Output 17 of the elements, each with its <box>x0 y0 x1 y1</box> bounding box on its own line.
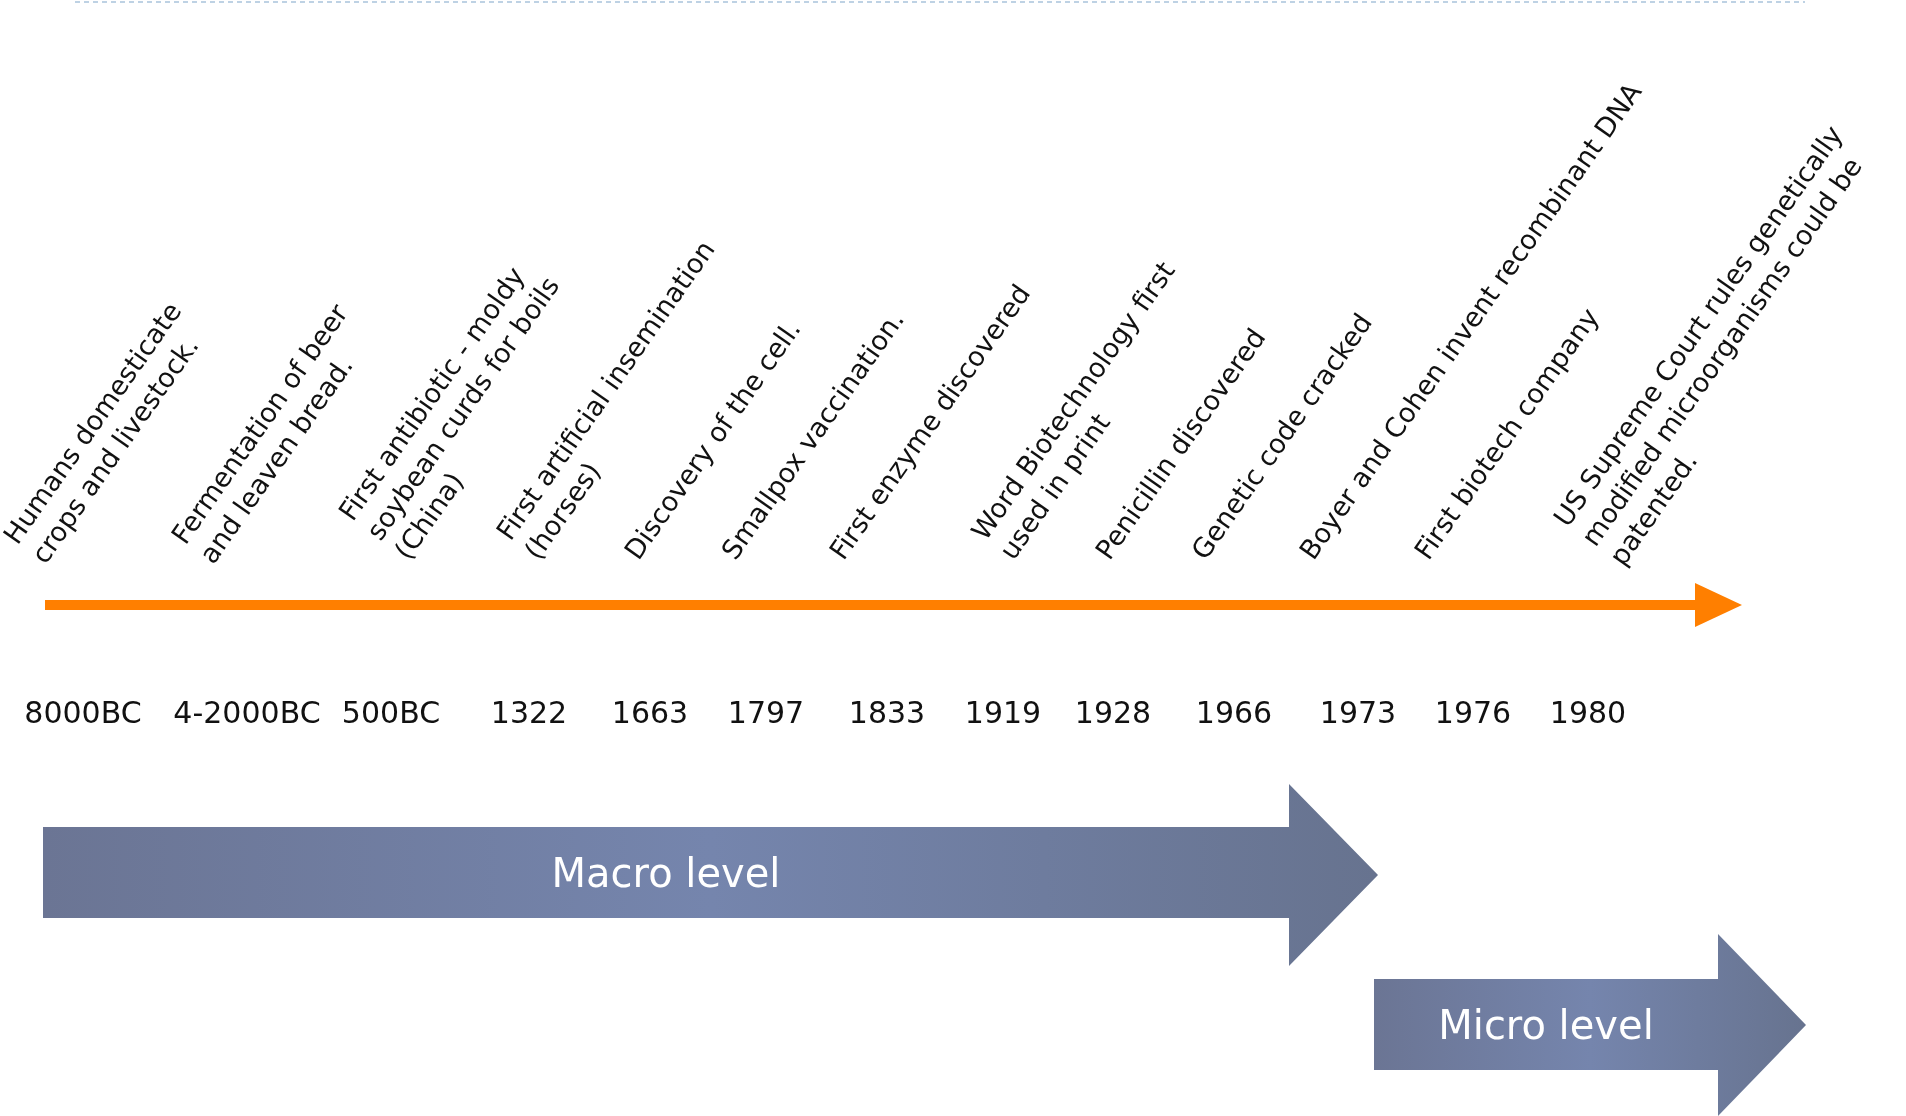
year-label: 1973 <box>1319 695 1397 730</box>
year-label: 1966 <box>1195 695 1273 730</box>
block-arrow <box>43 784 1378 966</box>
year-label: 1833 <box>848 695 926 730</box>
year-label: 1976 <box>1434 695 1512 730</box>
level-label: Micro level <box>1438 1001 1654 1048</box>
year-label: 1663 <box>611 695 689 730</box>
year-label: 4-2000BC <box>173 695 321 730</box>
year-label: 1928 <box>1074 695 1152 730</box>
year-label: 500BC <box>341 695 441 730</box>
year-label: 1980 <box>1549 695 1627 730</box>
level-label: Macro level <box>551 849 781 896</box>
year-label: 1322 <box>490 695 568 730</box>
year-label: 1919 <box>964 695 1042 730</box>
year-label: 1797 <box>727 695 805 730</box>
year-label: 8000BC <box>24 695 142 730</box>
block-arrow <box>1374 934 1806 1116</box>
